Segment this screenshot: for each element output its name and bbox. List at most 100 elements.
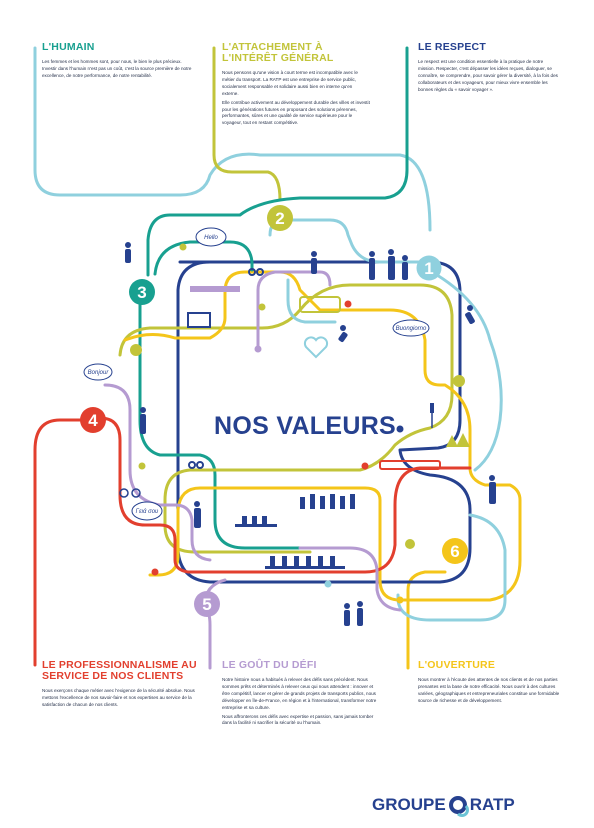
tram-icon	[379, 460, 441, 470]
circle-6	[442, 538, 468, 564]
circle-4-number: 4	[88, 411, 98, 430]
circle-2-number: 2	[275, 209, 284, 228]
circle-3	[129, 279, 155, 305]
value-professionnalisme-text: Nous exerçons chaque métier avec l'exige…	[42, 688, 202, 709]
person-figure-3	[388, 249, 395, 280]
value-interet-general-paragraph-1: Nous pensons qu'une vision à court terme…	[222, 70, 358, 96]
value-ouverture: L'OUVERTURE Nous montrer à l'écoute des …	[418, 660, 563, 707]
person-figure-9	[344, 603, 350, 626]
value-defi-paragraph-2: Nous affronterons ces défis avec experti…	[222, 713, 374, 726]
binoculars-icon	[248, 268, 256, 276]
circle-3-number: 3	[137, 283, 146, 302]
person-figure-12	[338, 325, 348, 343]
circle-5	[194, 591, 220, 617]
person-figure-6	[140, 407, 146, 434]
value-defi: LE GOÛT DU DÉFI Notre histoire nous a ha…	[222, 660, 382, 729]
person-figure-5	[311, 251, 317, 274]
brand-part-1: GROUPE	[372, 795, 446, 814]
title-line-1: L'ATTACHEMENT À	[222, 41, 323, 53]
heart-icon	[303, 336, 329, 359]
tree-icon-2	[453, 375, 465, 387]
value-humain-paragraph: Les femmes et les hommes sont, pour nous…	[42, 59, 192, 78]
binoculars-icon-2	[188, 461, 196, 469]
traffic-light-icon	[430, 403, 434, 428]
value-interet-general-text: Nous pensons qu'une vision à court terme…	[222, 70, 370, 127]
line-yellow	[123, 270, 522, 602]
value-respect-title: LE RESPECT	[418, 41, 486, 53]
title-line-1: LE PROFESSIONNALISME AU	[42, 659, 197, 671]
connector-humain	[33, 46, 432, 232]
line-olive	[118, 283, 454, 554]
value-defi-paragraph-1: Notre histoire nous a habitués à relever…	[222, 677, 377, 710]
bubble-bonjour	[83, 363, 113, 381]
station-dots	[138, 243, 404, 604]
title-line-2: SERVICE DE NOS CLIENTS	[42, 670, 184, 682]
value-humain: L'HUMAIN Les femmes et les hommes sont, …	[42, 42, 192, 82]
bus-icon	[299, 296, 341, 313]
value-humain-text: Les femmes et les hommes sont, pour nous…	[42, 59, 192, 80]
crowd-group	[242, 494, 355, 566]
person-figure-2	[369, 251, 375, 280]
person-figure-8	[194, 501, 201, 528]
person-figure-1	[125, 242, 131, 263]
connector-professionnalisme	[33, 418, 92, 667]
bubble-yasou	[131, 501, 163, 521]
vehicles	[187, 286, 441, 569]
bubble-buongiorno	[392, 319, 430, 337]
connector-respect	[146, 46, 409, 277]
circle-4	[80, 407, 106, 433]
circle-1	[416, 255, 442, 281]
bubble-bonjour-text: Bonjour	[88, 370, 110, 376]
connector-interet	[212, 46, 282, 202]
tree-icon-4	[446, 435, 458, 447]
bubble-buongiorno-text: Buongiorno	[396, 326, 427, 332]
line-lilac	[103, 270, 402, 612]
line-teal	[138, 290, 332, 550]
brand-logo: GROUPE RATP	[372, 795, 515, 817]
bubble-hello-text: Hello	[204, 235, 218, 241]
circle-5-number: 5	[202, 595, 211, 614]
value-defi-title: LE GOÛT DU DÉFI	[222, 659, 317, 671]
bench-icon	[235, 524, 277, 527]
bench-icon-2	[265, 566, 345, 569]
person-figure-10	[357, 601, 363, 626]
bubble-hello	[195, 227, 227, 247]
title-line-2: L'INTÉRÊT GÉNÉRAL	[222, 52, 334, 64]
line-teal-inner	[153, 240, 254, 276]
person-figure-4	[402, 255, 408, 280]
value-interet-general: L'ATTACHEMENT À L'INTÉRÊT GÉNÉRAL Nous p…	[222, 42, 370, 129]
value-ouverture-text: Nous montrer à l'écoute des attentes de …	[418, 677, 563, 705]
bubble-yasou-text: Γειά σου	[136, 509, 159, 515]
poster-title: NOS VALEURS	[214, 412, 397, 440]
tree-icon-5	[405, 539, 415, 549]
circle-6-number: 6	[450, 542, 459, 561]
bicycle-icon	[119, 488, 141, 498]
value-interet-general-title: L'ATTACHEMENT À L'INTÉRÊT GÉNÉRAL	[222, 42, 370, 64]
value-ouverture-title: L'OUVERTURE	[418, 659, 496, 671]
trees	[130, 344, 470, 549]
bus-shelter-icon	[187, 312, 211, 328]
person-figure-11	[465, 305, 475, 324]
ratp-logo-icon	[448, 796, 469, 817]
connector-ouverture	[406, 570, 447, 670]
value-respect-text: Le respect est une condition essentielle…	[418, 59, 558, 94]
value-interet-general-paragraph-2: Elle contribue activement au développeme…	[222, 99, 370, 126]
value-defi-text: Notre histoire nous a habitués à relever…	[222, 677, 382, 727]
people-silhouettes	[125, 242, 496, 626]
train-icon	[190, 286, 240, 292]
number-circles: 1 2 3 4 5 6	[80, 205, 468, 617]
binoculars	[188, 268, 264, 469]
brand-part-2: RATP	[469, 795, 515, 814]
value-respect: LE RESPECT Le respect est une condition …	[418, 42, 558, 96]
tree-icon	[130, 344, 142, 356]
value-humain-title: L'HUMAIN	[42, 41, 95, 53]
value-professionnalisme: LE PROFESSIONNALISME AU SERVICE DE NOS C…	[42, 660, 202, 711]
line-cyan	[268, 218, 507, 622]
value-respect-paragraph: Le respect est une condition essentielle…	[418, 59, 558, 92]
circle-1-number: 1	[424, 259, 433, 278]
value-professionnalisme-title: LE PROFESSIONNALISME AU SERVICE DE NOS C…	[42, 660, 202, 682]
tree-icon-3	[456, 433, 470, 447]
value-professionnalisme-paragraph: Nous exerçons chaque métier avec l'exige…	[42, 688, 195, 707]
value-ouverture-paragraph: Nous montrer à l'écoute des attentes de …	[418, 677, 560, 703]
